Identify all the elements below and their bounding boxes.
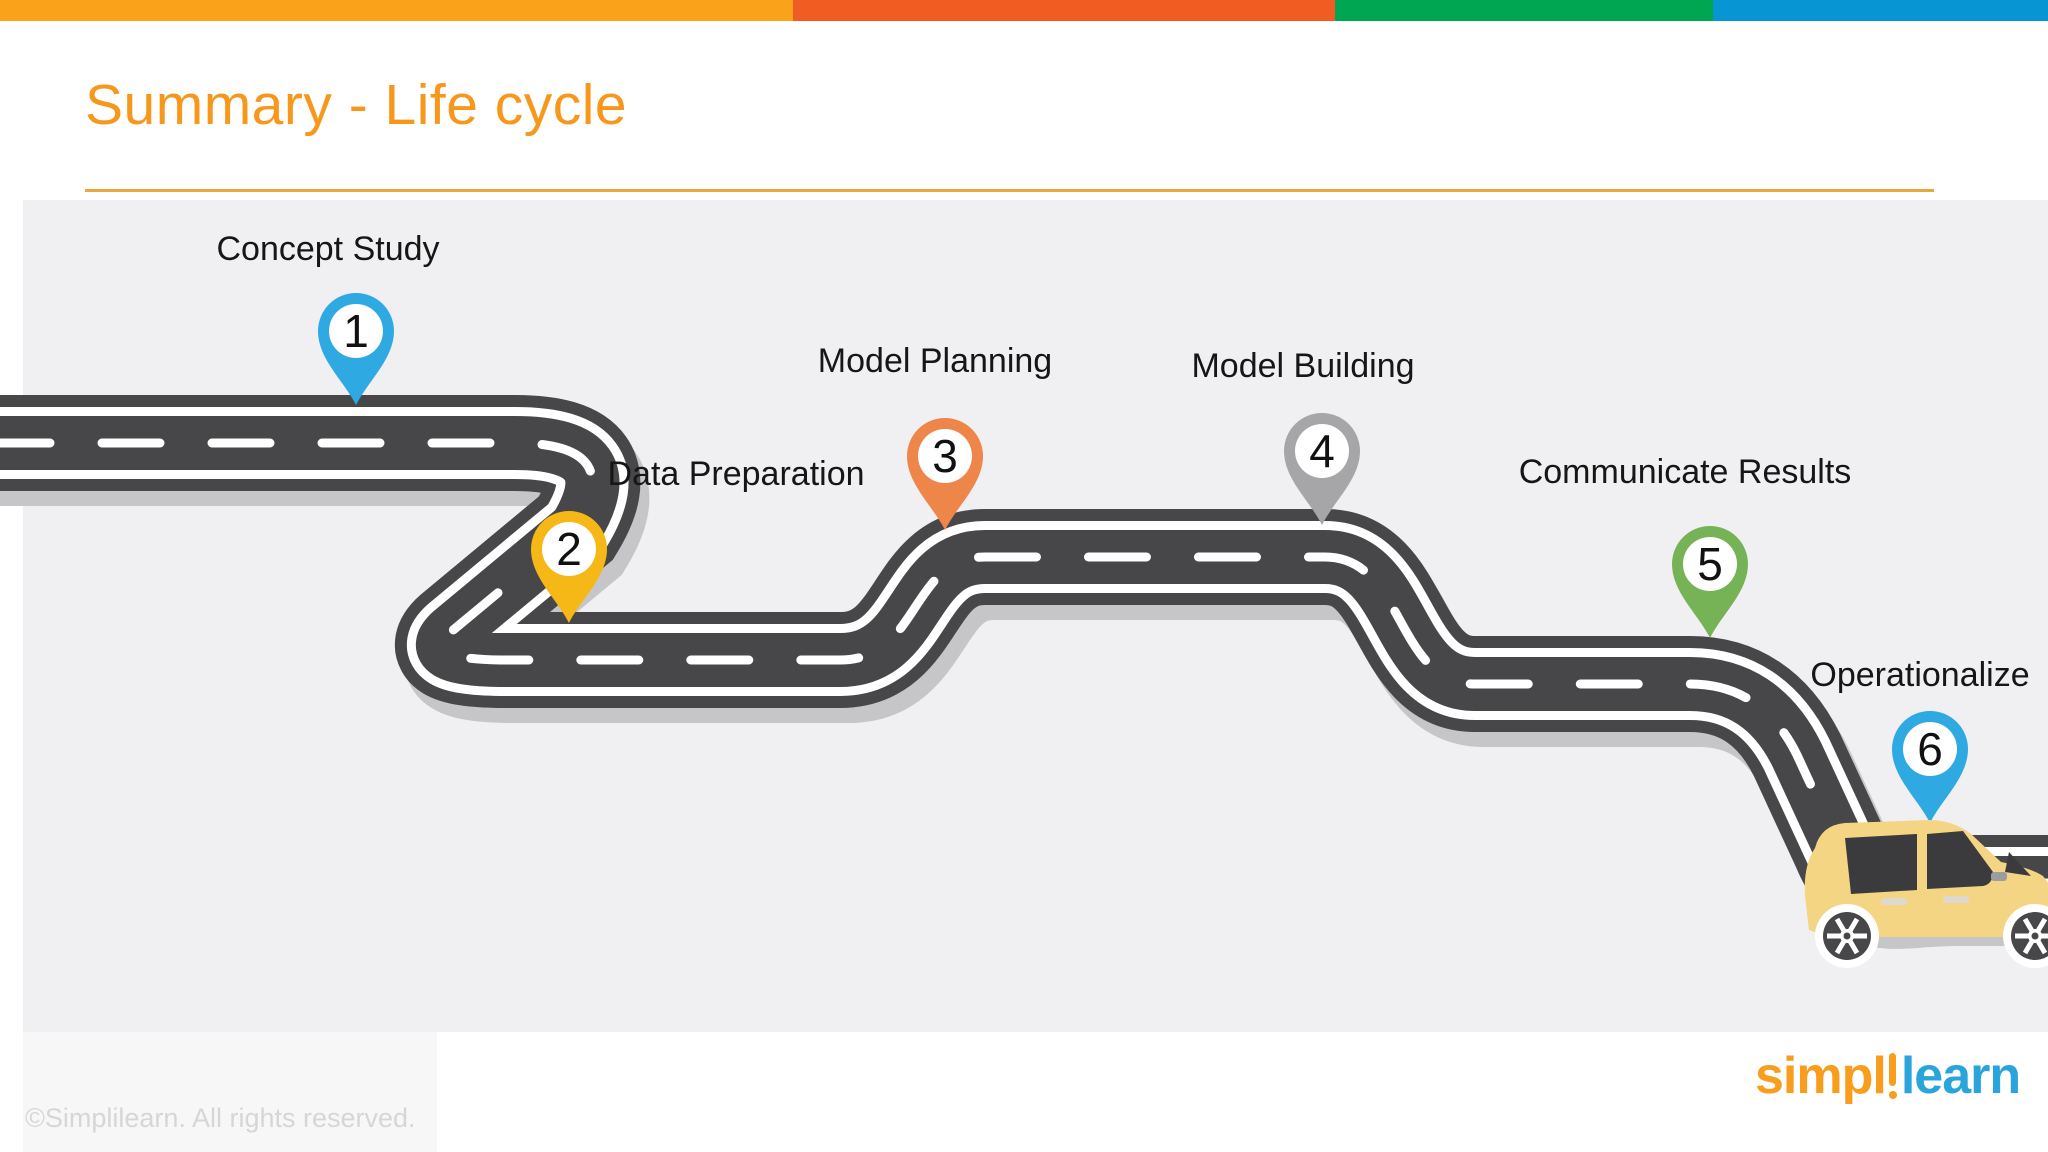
- map-pin-5: 5: [1672, 526, 1748, 638]
- logo-text-simpl: simpl: [1755, 1047, 1887, 1105]
- top-bar-segment-green: [1335, 0, 1713, 21]
- page-title: Summary - Life cycle: [85, 73, 628, 137]
- map-pin-2: 2: [531, 511, 607, 623]
- car-rear-window: [1845, 834, 1917, 894]
- step-label-model-planning: Model Planning: [817, 342, 1053, 380]
- pin-number-4: 4: [1309, 425, 1335, 477]
- footer-shade: [23, 1032, 437, 1152]
- car-rear-wheel: [1815, 904, 1879, 968]
- car-front-wheel: [2003, 904, 2048, 968]
- step-label-concept-study: Concept Study: [216, 230, 440, 268]
- car-illustration: [1804, 820, 2048, 968]
- map-pin-1: 1: [318, 293, 394, 405]
- pin-number-1: 1: [343, 305, 369, 357]
- logo-i-bar: [1889, 1053, 1897, 1086]
- top-bar-segment-red: [793, 0, 1335, 21]
- copyright-text: ©Simplilearn. All rights reserved.: [25, 1103, 416, 1133]
- top-color-bar: [0, 0, 2048, 21]
- top-bar-segment-blue: [1713, 0, 2048, 21]
- map-pin-4: 4: [1284, 413, 1360, 525]
- map-pin-3: 3: [907, 418, 983, 530]
- pin-number-6: 6: [1917, 723, 1943, 775]
- logo-i-mark: [1888, 1053, 1897, 1099]
- car-mirror: [1991, 872, 2007, 881]
- pin-number-2: 2: [556, 523, 582, 575]
- car-windshield: [2005, 852, 2031, 876]
- car-door-handle-front: [1943, 896, 1969, 903]
- step-label-operationalize: Operationalize: [1810, 656, 2030, 694]
- logo-i-dot: [1888, 1091, 1897, 1099]
- pin-number-3: 3: [932, 430, 958, 482]
- car-front-window: [1927, 831, 1993, 889]
- step-label-data-preparation: Data Preparation: [607, 455, 865, 493]
- logo-text-learn: learn: [1900, 1047, 2021, 1105]
- road-body: [0, 395, 2048, 934]
- top-bar-segment-orange: [0, 0, 793, 21]
- pin-number-5: 5: [1697, 538, 1723, 590]
- step-label-model-building: Model Building: [1191, 347, 1415, 385]
- map-pin-6: 6: [1892, 711, 1968, 823]
- car-door-handle-rear: [1881, 898, 1907, 905]
- simplilearn-logo: simpl learn: [1755, 1046, 2021, 1106]
- step-label-communicate-results: Communicate Results: [1518, 453, 1852, 491]
- title-underline: [85, 189, 1934, 192]
